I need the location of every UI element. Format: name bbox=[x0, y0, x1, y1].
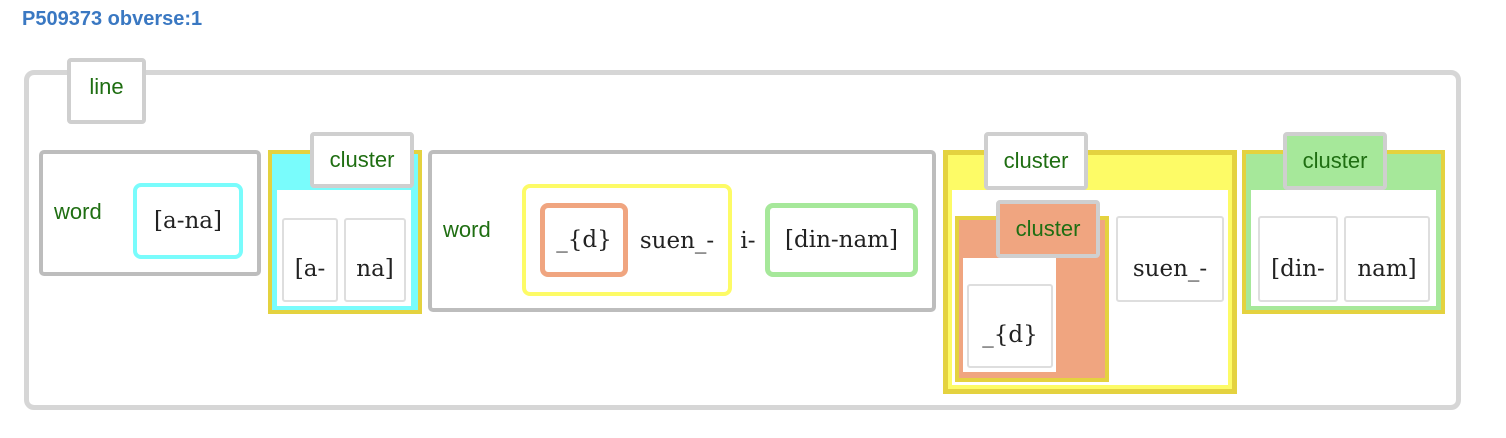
line-label: line bbox=[67, 58, 146, 124]
word-label-2: word bbox=[443, 217, 491, 242]
sign-na: na] bbox=[344, 218, 406, 302]
inner-cluster-label: cluster bbox=[996, 200, 1100, 258]
cluster-label-2: cluster bbox=[984, 132, 1088, 190]
stem-suen: suen_- bbox=[639, 228, 715, 254]
bracketed-din-nam: [din-nam] bbox=[765, 203, 918, 277]
word-box-2 bbox=[428, 150, 936, 312]
suffix-i: i- bbox=[740, 228, 756, 254]
sign-nam: nam] bbox=[1344, 216, 1430, 302]
sign-d: _{d} bbox=[967, 284, 1053, 368]
word-token-a-na: [a-na] bbox=[133, 183, 243, 259]
word-label-1: word bbox=[54, 199, 102, 224]
cluster-label-1: cluster bbox=[310, 132, 414, 188]
sign-suen: suen_- bbox=[1116, 216, 1224, 302]
sign-a: [a- bbox=[282, 218, 338, 302]
determinative-d: _{d} bbox=[540, 203, 628, 277]
word-group-yellow bbox=[522, 184, 732, 296]
page-title: P509373 obverse:1 bbox=[22, 8, 203, 30]
line-box bbox=[24, 70, 1461, 410]
cluster-label-3: cluster bbox=[1283, 132, 1387, 190]
sign-din: [din- bbox=[1258, 216, 1338, 302]
